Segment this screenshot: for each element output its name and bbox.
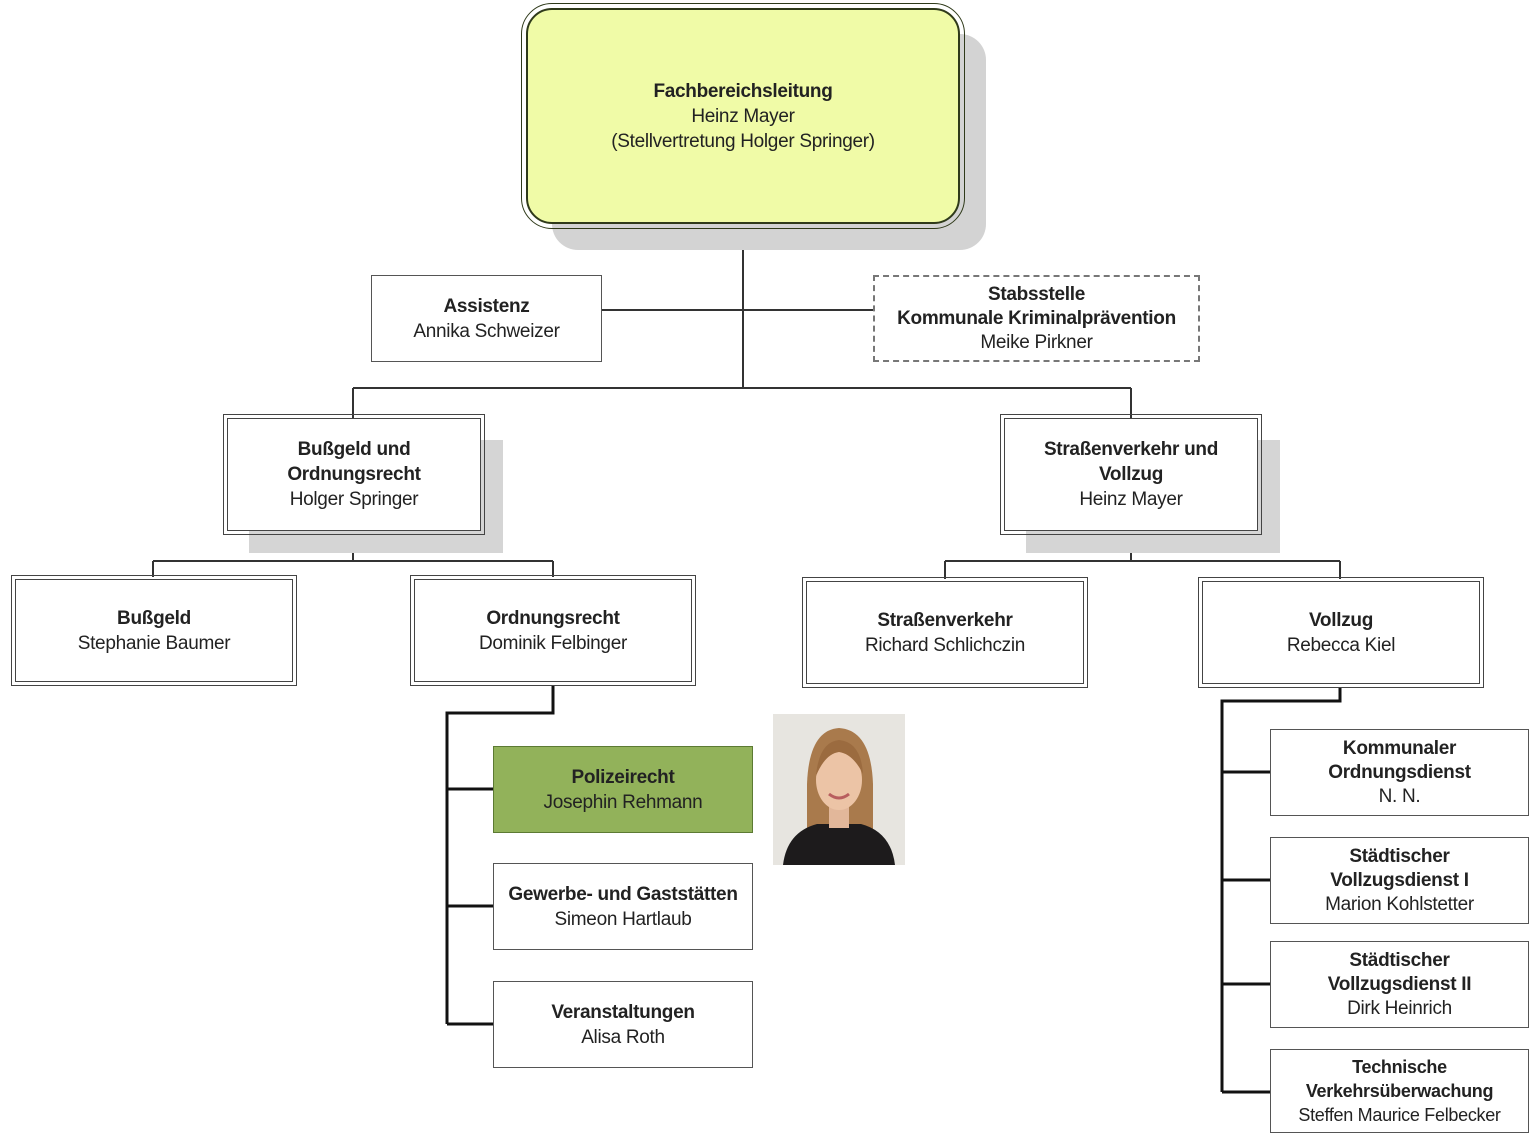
node-title-line1: Stabsstelle (987, 283, 1086, 305)
node-title-line2: Vollzugsdienst I (1330, 869, 1469, 891)
node-bussgeld-und-ordnungsrecht: Bußgeld und Ordnungsrecht Holger Springe… (223, 414, 485, 535)
node-bussgeld: Bußgeld Stephanie Baumer (11, 575, 297, 686)
node-person: Heinz Mayer (1079, 489, 1183, 510)
node-fachbereichsleitung: Fachbereichsleitung Heinz Mayer (Stellve… (521, 3, 965, 229)
node-veranstaltungen: Veranstaltungen Alisa Roth (493, 981, 753, 1068)
node-title: Straßenverkehr (877, 609, 1013, 631)
portrait-photo (773, 714, 905, 865)
node-title-line1: Städtischer (1349, 845, 1450, 867)
node-title-line1: Technische (1352, 1057, 1447, 1077)
node-gewerbe-und-gaststaetten: Gewerbe- und Gaststätten Simeon Hartlaub (493, 863, 753, 950)
node-title-line2: Ordnungsdienst (1328, 761, 1471, 783)
node-person: Alisa Roth (581, 1026, 665, 1048)
node-vollzug: Vollzug Rebecca Kiel (1198, 577, 1484, 688)
node-strassenverkehr-und-vollzug: Straßenverkehr und Vollzug Heinz Mayer (1000, 414, 1262, 535)
node-person: Dirk Heinrich (1347, 997, 1452, 1019)
node-stabsstelle: Stabsstelle Kommunale Kriminalprävention… (873, 275, 1200, 362)
node-staedtischer-vollzugsdienst-1: Städtischer Vollzugsdienst I Marion Kohl… (1270, 837, 1529, 924)
node-title-line1: Bußgeld und (297, 439, 411, 460)
node-ordnungsrecht: Ordnungsrecht Dominik Felbinger (410, 575, 696, 686)
node-person: Richard Schlichczin (864, 634, 1026, 656)
node-title-line2: Kommunale Kriminalprävention (897, 307, 1176, 329)
node-title-line2: Ordnungsrecht (287, 464, 421, 485)
node-title: Ordnungsrecht (486, 607, 620, 629)
node-person: N. N. (1378, 785, 1421, 807)
node-title: Vollzug (1308, 609, 1374, 631)
node-person: Marion Kohlstetter (1325, 893, 1474, 915)
node-title: Assistenz (443, 295, 530, 317)
node-person: Heinz Mayer (691, 105, 795, 127)
node-strassenverkehr: Straßenverkehr Richard Schlichczin (802, 577, 1088, 688)
node-person: Dominik Felbinger (478, 632, 627, 654)
node-person: Holger Springer (289, 489, 419, 510)
node-title: Gewerbe- und Gaststätten (508, 883, 738, 905)
portrait-image (773, 714, 905, 865)
node-title: Polizeirecht (571, 766, 675, 788)
node-technische-verkehrsueberwachung: Technische Verkehrsüberwachung Steffen M… (1270, 1049, 1529, 1133)
node-title-line1: Straßenverkehr und (1043, 439, 1219, 460)
node-note: (Stellvertretung Holger Springer) (611, 130, 875, 152)
node-title: Bußgeld (117, 607, 191, 629)
node-person: Rebecca Kiel (1286, 634, 1396, 656)
node-person: Stephanie Baumer (77, 632, 231, 654)
node-person: Josephin Rehmann (543, 791, 703, 813)
node-title-line1: Städtischer (1349, 949, 1450, 971)
node-polizeirecht: Polizeirecht Josephin Rehmann (493, 746, 753, 833)
node-title-line2: Verkehrsüberwachung (1305, 1081, 1494, 1101)
node-title: Fachbereichsleitung (653, 80, 833, 102)
node-assistenz: Assistenz Annika Schweizer (371, 275, 602, 362)
node-title: Veranstaltungen (551, 1001, 695, 1023)
node-title-line2: Vollzug (1098, 464, 1164, 485)
node-kommunaler-ordnungsdienst: Kommunaler Ordnungsdienst N. N. (1270, 729, 1529, 816)
node-staedtischer-vollzugsdienst-2: Städtischer Vollzugsdienst II Dirk Heinr… (1270, 941, 1529, 1028)
node-person: Annika Schweizer (413, 320, 560, 342)
node-title-line2: Vollzugsdienst II (1327, 973, 1472, 995)
node-person: Meike Pirkner (980, 331, 1093, 353)
node-person: Simeon Hartlaub (554, 908, 692, 930)
node-title-line1: Kommunaler (1342, 737, 1457, 759)
node-person: Steffen Maurice Felbecker (1298, 1105, 1501, 1125)
